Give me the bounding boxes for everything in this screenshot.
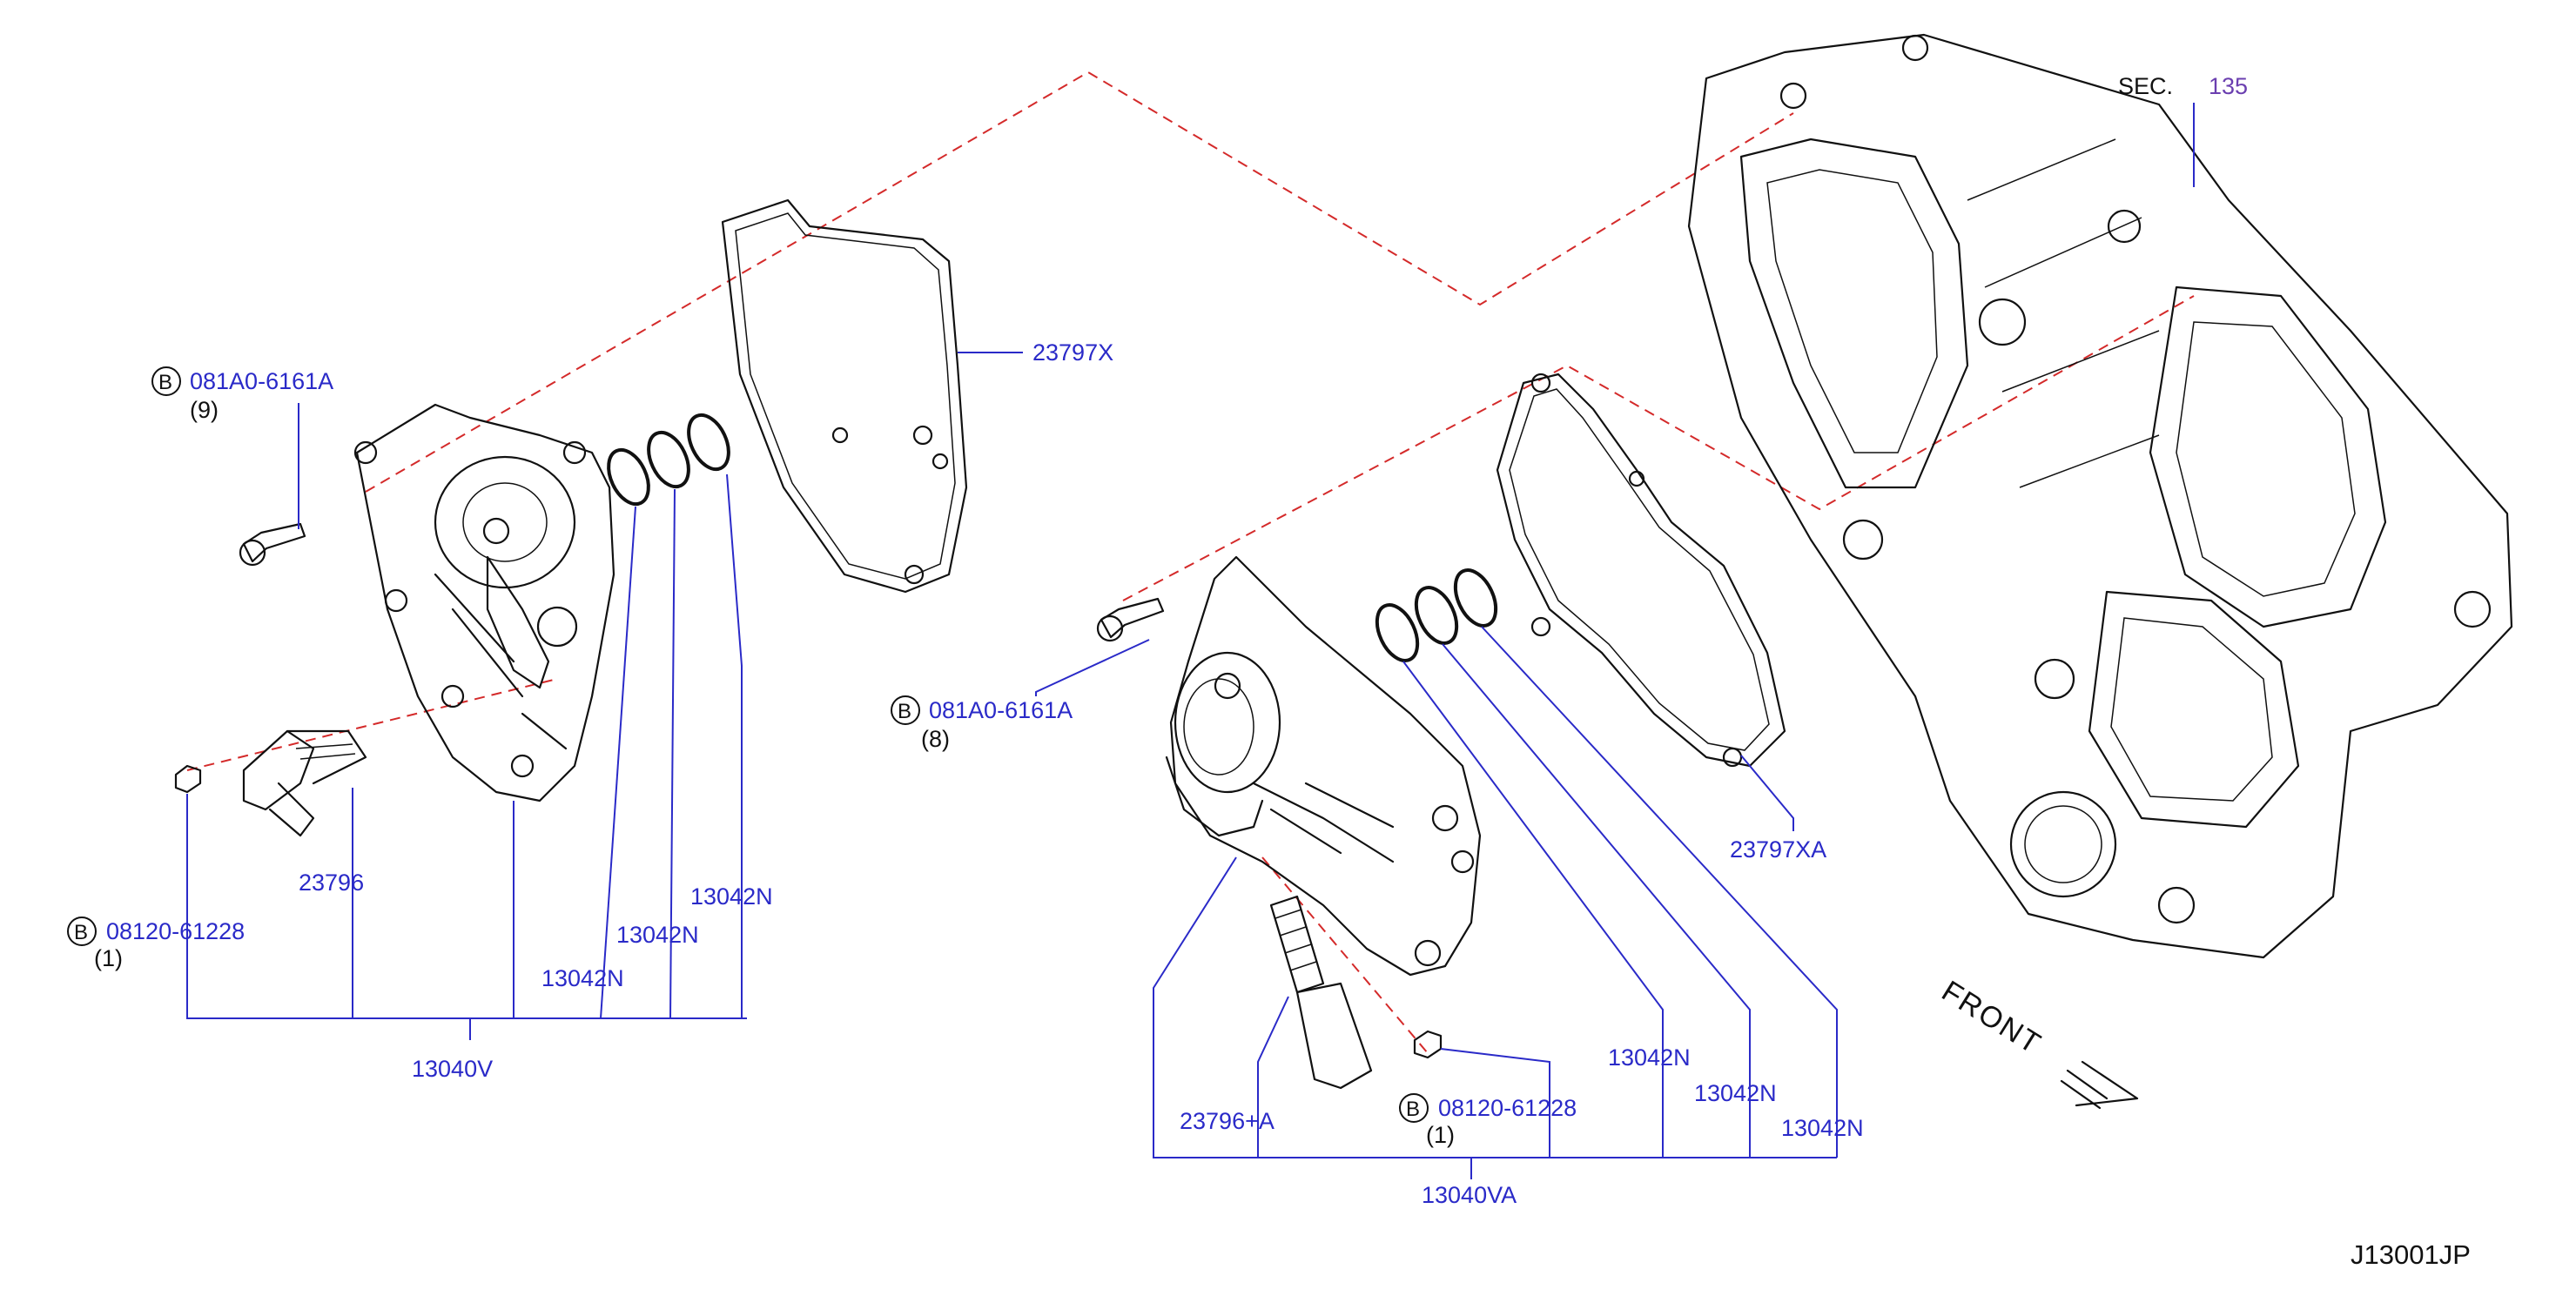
right-valve-timing-cover [1165,555,1482,977]
reference-line-upper [365,71,1794,493]
left-gasket [721,198,968,594]
part-number-bolt-top-left[interactable]: 081A0-6161A [190,368,333,394]
left-valve-timing-cover [353,403,615,802]
right-o-ring-3 [1453,568,1498,628]
left-leader-lines [186,352,1023,1040]
front-label: FRONT [1936,975,2048,1062]
part-number-gasket-right[interactable]: 23797XA [1730,836,1826,863]
section-label: SEC. [2118,73,2173,99]
section-number[interactable]: 135 [2209,73,2248,99]
reference-line-solenoid-left [186,678,558,771]
b-mark-circle [891,695,920,725]
part-number-bolt-bottom-left[interactable]: 08120-61228 [106,918,245,944]
right-solenoid-valve [1269,895,1373,1090]
left-o-ring-3 [687,413,730,472]
part-number-solenoid-left[interactable]: 23796 [299,870,364,896]
right-gasket [1496,373,1786,768]
b-mark: B [898,700,911,723]
reference-lines [186,71,2195,1054]
reference-line-solenoid-right [1261,856,1429,1054]
front-indicator: FRONT [1936,975,2139,1110]
part-number-o-ring-right-2[interactable]: 13042N [1694,1080,1777,1106]
left-solenoid-valve [242,729,367,837]
reference-line-lower [1122,295,2195,601]
quantity-bolt-top-left: (9) [190,397,219,423]
part-number-gasket-left[interactable]: 23797X [1032,339,1113,366]
b-mark-circle [1399,1093,1429,1123]
quantity-bolt-bottom-left: (1) [94,945,123,971]
left-labels: B 081A0-6161A (9) 23797X 23796 B 08120-6… [67,339,1113,1082]
section-reference: SEC. 135 [2118,73,2248,187]
left-o-ring-1 [607,447,650,507]
part-number-bolt-top-right[interactable]: 081A0-6161A [929,697,1073,723]
part-number-bolt-bottom-right[interactable]: 08120-61228 [1438,1095,1577,1121]
right-bolt-top [1096,597,1165,642]
right-leader-lines [1035,626,1838,1179]
front-arrow-icon [2060,1060,2139,1110]
b-mark-circle [67,917,97,946]
right-o-ring-1 [1375,603,1420,662]
part-number-o-ring-right-3[interactable]: 13042N [1781,1115,1864,1141]
part-number-o-ring-right-1[interactable]: 13042N [1608,1044,1691,1071]
right-o-rings [1375,568,1498,662]
right-o-ring-2 [1414,586,1459,645]
b-mark: B [74,921,88,944]
left-o-rings [607,413,730,507]
timing-chain-case [1687,33,2513,959]
part-number-o-ring-left-1[interactable]: 13042N [541,965,624,991]
diagram-code: J13001JP [2351,1239,2471,1270]
part-number-o-ring-left-3[interactable]: 13042N [690,883,773,910]
left-bolt-top [239,522,306,567]
right-bolt-bottom [1413,1030,1443,1059]
right-labels: B 081A0-6161A (8) 23797XA 23796+A B 0812… [891,695,1864,1208]
part-number-o-ring-left-2[interactable]: 13042N [616,922,699,948]
part-number-assembly-left[interactable]: 13040V [412,1056,493,1082]
left-o-ring-2 [647,430,690,489]
left-bolt-bottom [174,764,202,794]
b-mark: B [1406,1098,1420,1121]
part-number-assembly-right[interactable]: 13040VA [1422,1182,1517,1208]
quantity-bolt-bottom-right: (1) [1426,1122,1455,1148]
b-mark-circle [151,366,181,396]
quantity-bolt-top-right: (8) [921,726,950,752]
part-number-solenoid-right[interactable]: 23796+A [1180,1108,1275,1134]
b-mark: B [158,371,172,394]
